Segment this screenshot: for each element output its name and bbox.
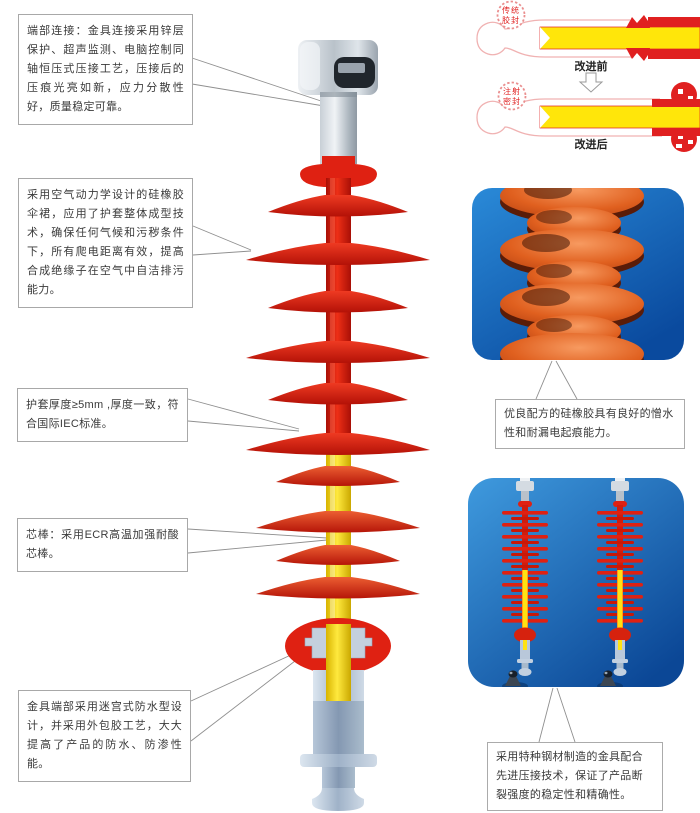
fitting-outline <box>476 19 634 58</box>
leader-line <box>192 250 252 256</box>
rod-notch <box>540 27 550 49</box>
after-label: 改进后 <box>575 137 608 151</box>
callout-text: 护套厚度≥5mm ,厚度一致，符合国际IEC标准。 <box>26 399 179 430</box>
leader-line <box>538 687 554 743</box>
leader-line <box>191 57 331 105</box>
leader-line <box>191 83 331 108</box>
leader-line <box>187 539 328 554</box>
sheath-band <box>648 17 700 27</box>
before-label: 改进前 <box>575 59 608 73</box>
shed <box>256 577 420 599</box>
silicone-sheath <box>326 178 351 458</box>
bottom-end-fitting <box>285 618 391 811</box>
callout-end-seal: 金具端部采用迷宫式防水型设计，并采用外包胶工艺，大大提高了产品的防水、防渗性能。 <box>18 690 191 782</box>
shed <box>246 341 430 363</box>
shed <box>276 545 400 565</box>
leader-line <box>187 420 300 432</box>
sheath-band <box>652 128 700 136</box>
silicone-disc-stack <box>500 188 644 360</box>
callout-text: 金具端部采用迷宫式防水型设计，并采用外包胶工艺，大大提高了产品的防水、防渗性能。 <box>27 701 182 770</box>
leader-line <box>190 647 307 702</box>
sheath-band <box>652 99 700 107</box>
caption-silicone: 优良配方的硅橡胶具有良好的憎水性和耐漏电起痕能力。 <box>495 399 685 449</box>
top-end-fitting <box>298 40 378 164</box>
caption-text: 采用特种钢材制造的金具配合先进压接技术，保证了产品断裂强度的稳定性和精确性。 <box>496 751 643 801</box>
leader-line <box>187 398 300 430</box>
caption-fittings: 采用特种钢材制造的金具配合先进压接技术，保证了产品断裂强度的稳定性和精确性。 <box>487 742 663 811</box>
shed <box>256 511 420 533</box>
shed <box>246 433 430 455</box>
callout-sheath-thickness: 护套厚度≥5mm ,厚度一致，符合国际IEC标准。 <box>17 388 188 442</box>
seal-comparison-diagram: 传统 胶封 改进前 注射 密封 改进 <box>476 0 700 152</box>
core-rod-section <box>539 105 700 129</box>
injection-seal-badge: 注射 密封 <box>497 81 527 111</box>
leader-line <box>535 360 553 400</box>
leader-line <box>187 528 328 539</box>
leader-line <box>190 650 309 742</box>
badge-text: 注射 <box>503 86 521 96</box>
leader-line <box>556 687 576 743</box>
leader-lines <box>187 57 578 743</box>
callout-text: 采用空气动力学设计的硅橡胶伞裙，应用了护套整体成型技术，确保任何气候和污秽条件下… <box>27 189 184 296</box>
silicone-sheds-cut <box>256 466 420 599</box>
improvement-arrow-icon <box>578 72 604 93</box>
seal-after-diagram: 注射 密封 改进后 <box>476 81 700 152</box>
photo-steel-fittings <box>468 478 684 687</box>
shed <box>246 243 430 265</box>
leader-line <box>555 360 578 400</box>
traditional-seal-badge: 传统 胶封 <box>496 0 526 30</box>
silicone-sheds-image <box>472 188 684 360</box>
rod-notch <box>540 106 550 128</box>
sheath-band <box>648 49 700 59</box>
callout-shed-design: 采用空气动力学设计的硅橡胶伞裙，应用了护套整体成型技术，确保任何气候和污秽条件下… <box>18 178 193 308</box>
glue-seal <box>626 15 650 28</box>
callout-core-rod: 芯棒：采用ECR高温加强耐酸芯棒。 <box>17 518 188 572</box>
badge-text: 传统 <box>502 5 520 15</box>
badge-text: 密封 <box>503 96 521 106</box>
leader-line <box>192 225 252 251</box>
photo-silicone-sheds <box>472 188 684 360</box>
caption-text: 优良配方的硅橡胶具有良好的憎水性和耐漏电起痕能力。 <box>504 408 674 439</box>
shed <box>268 383 408 405</box>
fittings-image <box>468 478 684 687</box>
main-insulator-illustration <box>246 40 430 811</box>
callout-text: 芯棒：采用ECR高温加强耐酸芯棒。 <box>26 529 179 560</box>
seal-before-diagram: 传统 胶封 改进前 <box>476 0 700 73</box>
silicone-collar <box>300 156 377 187</box>
core-rod-section <box>539 26 700 50</box>
shed <box>276 466 400 486</box>
glue-seal <box>626 48 650 61</box>
callout-end-connection: 端部连接：金具连接采用锌层保护、超声监测、电脑控制同轴恒压式压接工艺，压接后的压… <box>18 14 193 125</box>
shed <box>268 195 408 217</box>
silicone-sheds <box>246 195 430 455</box>
shed <box>268 291 408 313</box>
callout-text: 端部连接：金具连接采用锌层保护、超声监测、电脑控制同轴恒压式压接工艺，压接后的压… <box>27 25 184 113</box>
badge-text: 胶封 <box>502 15 520 25</box>
